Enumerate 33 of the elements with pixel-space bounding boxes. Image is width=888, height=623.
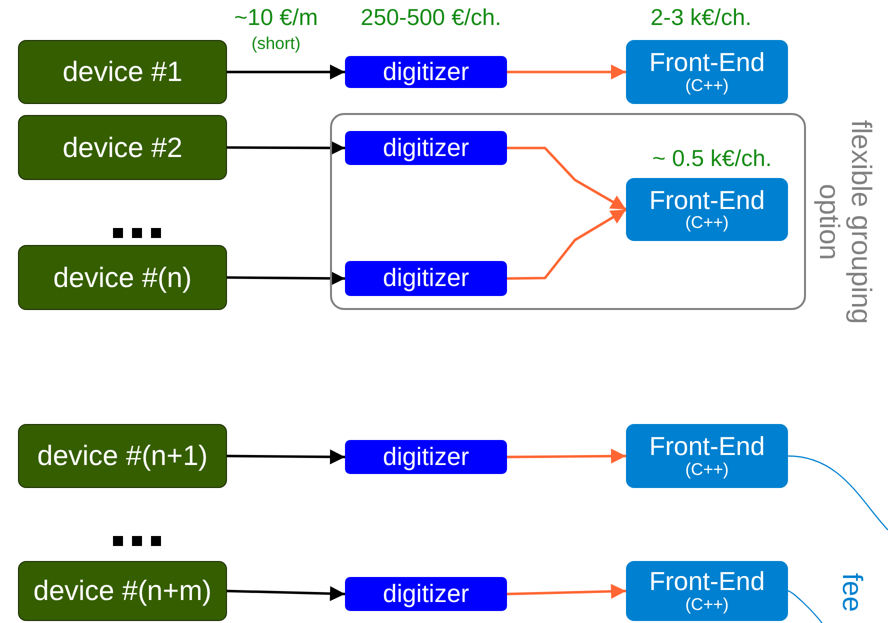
price-label: 250-500 €/ch. — [360, 4, 502, 31]
digitizer-box: digitizer — [345, 131, 507, 165]
digitizer-box: digitizer — [345, 440, 507, 474]
device-box: device #(n+1) — [18, 424, 227, 488]
cut-off-label: fee — [836, 573, 868, 612]
device-box: device #(n) — [18, 245, 227, 310]
arrow — [226, 449, 346, 464]
front-end-box: Front-End (C++) — [626, 424, 788, 488]
arrow — [506, 584, 626, 599]
front-end-box: Front-End (C++) — [626, 40, 788, 104]
price-label: 2-3 k€/ch. — [650, 4, 752, 31]
digitizer-box: digitizer — [345, 261, 507, 296]
price-label: ~ 0.5 k€/ch. — [652, 145, 772, 172]
arrow — [507, 64, 626, 80]
arrow — [227, 140, 345, 156]
arrow — [506, 208, 627, 280]
arrow — [226, 270, 346, 286]
arrow — [507, 146, 627, 211]
device-box: device #2 — [18, 115, 227, 180]
device-box: device #(n+m) — [18, 561, 227, 621]
arrow — [507, 448, 626, 464]
front-end-box: Front-End (C++) — [626, 561, 788, 621]
connector-line — [788, 590, 822, 623]
connector-line — [788, 455, 888, 530]
digitizer-box: digitizer — [345, 577, 507, 611]
arrow — [227, 64, 345, 80]
price-note: (short) — [251, 34, 301, 54]
price-label: ~10 €/m — [234, 4, 318, 31]
device-box: device #1 — [18, 40, 227, 104]
arrow — [226, 586, 346, 602]
group-label: flexible grouping option — [813, 119, 877, 326]
front-end-box: Front-End (C++) — [626, 178, 788, 241]
digitizer-box: digitizer — [345, 56, 507, 88]
